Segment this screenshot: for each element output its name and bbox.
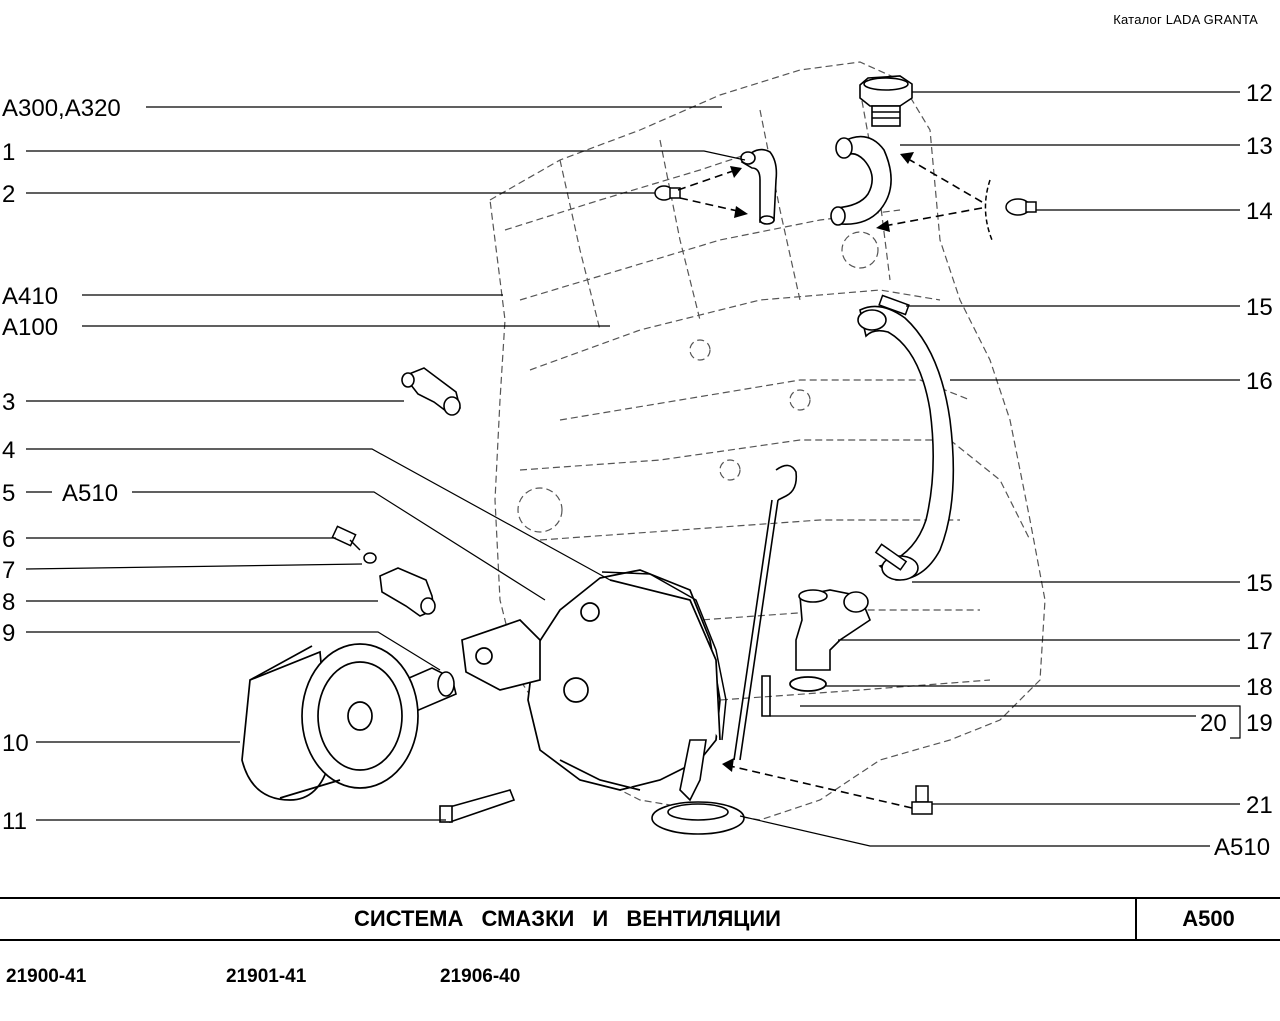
washer-part-7	[363, 552, 377, 564]
callout-a100: A100	[2, 314, 58, 341]
hose-clamp-part-2	[654, 185, 681, 201]
callout-a510-right: A510	[1214, 834, 1270, 861]
callout-20: 20	[1200, 710, 1227, 737]
callout-5: 5	[2, 480, 15, 507]
bolt-part-6	[331, 525, 361, 551]
oil-pump-gasket-part-4	[601, 571, 727, 741]
oil-filter-part-10	[241, 643, 419, 801]
oil-pump-part-5	[461, 569, 721, 791]
sensor-part-8	[379, 567, 436, 617]
breather-hose-part-13	[830, 135, 892, 226]
callout-14: 14	[1246, 198, 1273, 225]
callout-11: 11	[2, 808, 27, 835]
callout-18: 18	[1246, 674, 1273, 701]
o-ring-part-18	[789, 676, 827, 692]
callout-9: 9	[2, 620, 15, 647]
callout-a510-left: A510	[62, 480, 118, 507]
small-hose-part-1	[740, 148, 778, 225]
oil-pressure-sensor-part-3	[401, 367, 461, 416]
title-bar: СИСТЕМА СМАЗКИ И ВЕНТИЛЯЦИИ A500	[0, 897, 1280, 941]
oil-pipe-part-16	[857, 305, 955, 581]
callout-3: 3	[2, 389, 15, 416]
leader-lines	[25, 91, 1241, 847]
callout-15-bottom: 15	[1246, 570, 1273, 597]
callout-17: 17	[1246, 628, 1273, 655]
oil-separator-tube-part-17	[795, 589, 871, 671]
callout-15-top: 15	[1246, 294, 1273, 321]
pipe-clamp-part-15-bottom	[874, 543, 908, 571]
callout-8: 8	[2, 589, 15, 616]
oil-pump-strainer-a510	[651, 739, 745, 835]
callout-16: 16	[1246, 368, 1273, 395]
bolt-part-11	[439, 789, 516, 824]
title-divider	[1135, 899, 1137, 939]
callout-a410: A410	[2, 283, 58, 310]
model-code-3: 21906-40	[440, 966, 521, 987]
bolt-part-21	[911, 785, 933, 815]
callout-13: 13	[1246, 133, 1273, 160]
model-code-1: 21900-41	[6, 966, 87, 987]
callout-2: 2	[2, 181, 15, 208]
oil-dipstick-part-19	[733, 464, 798, 761]
catalog-label: Каталог LADA GRANTA	[1113, 12, 1258, 27]
assembly-arrowheads	[722, 152, 914, 772]
callout-labels: A300,A320 1 2 A410 A100 3 4 5 A510 6 7 8…	[2, 80, 1273, 861]
section-code: A500	[1182, 906, 1235, 931]
model-code-2: 21901-41	[226, 966, 307, 987]
assembly-arrows	[677, 159, 983, 809]
callout-21: 21	[1246, 792, 1273, 819]
callout-a300-a320: A300,A320	[2, 95, 121, 122]
hose-clamp-part-14	[984, 179, 1037, 241]
pipe-clamp-part-15-top	[878, 294, 910, 316]
callout-6: 6	[2, 526, 15, 553]
callout-19: 19	[1246, 710, 1273, 737]
callout-4: 4	[2, 437, 15, 464]
callout-7: 7	[2, 557, 15, 584]
oil-filler-cap-part-12	[859, 75, 913, 127]
callout-12: 12	[1246, 80, 1273, 107]
callout-1: 1	[2, 139, 15, 166]
callout-10: 10	[2, 730, 29, 757]
section-title: СИСТЕМА СМАЗКИ И ВЕНТИЛЯЦИИ	[354, 906, 781, 931]
